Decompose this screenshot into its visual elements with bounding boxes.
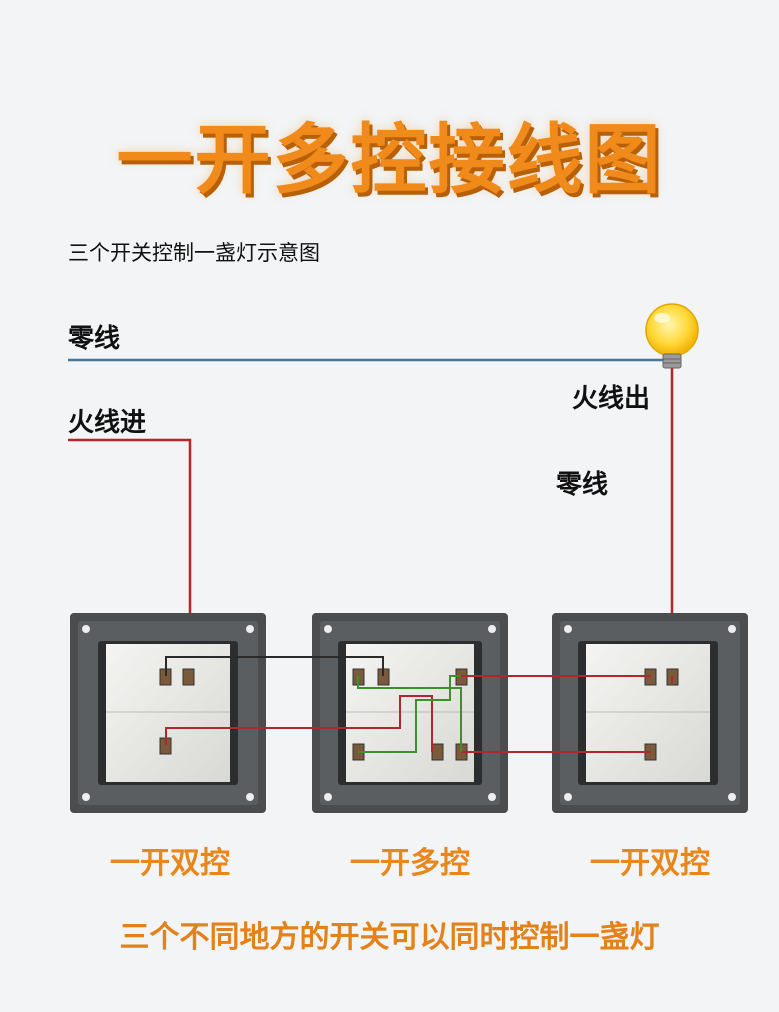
switch-2-label: 一开多控 bbox=[350, 846, 470, 881]
live-out-label: 火线出 bbox=[572, 384, 651, 414]
switch-1-label: 一开双控 bbox=[110, 846, 230, 881]
switch-1-double-control bbox=[70, 613, 266, 813]
wire-s2-cross-green-2 bbox=[358, 675, 461, 753]
neutral-wire-label: 零线 bbox=[68, 324, 121, 354]
live-in-wire bbox=[68, 438, 192, 683]
wire-s1-bottom-to-s2 bbox=[165, 695, 433, 752]
neutral-right-label: 零线 bbox=[556, 470, 609, 500]
switch-2-multi-control bbox=[312, 613, 508, 813]
light-bulb-icon bbox=[645, 303, 699, 369]
diagram-subtitle: 三个开关控制一盏灯示意图 bbox=[68, 241, 320, 265]
wire-s1-top-to-s2-top bbox=[165, 656, 384, 676]
footer-caption: 三个不同地方的开关可以同时控制一盏灯 bbox=[119, 920, 660, 955]
switch-3-label: 一开双控 bbox=[590, 846, 710, 881]
switch-3-double-control bbox=[552, 613, 748, 813]
page-title: 一开多控接线图 bbox=[116, 115, 663, 204]
live-in-label: 火线进 bbox=[68, 408, 147, 438]
wire-s2-cross-green-1 bbox=[357, 676, 462, 752]
